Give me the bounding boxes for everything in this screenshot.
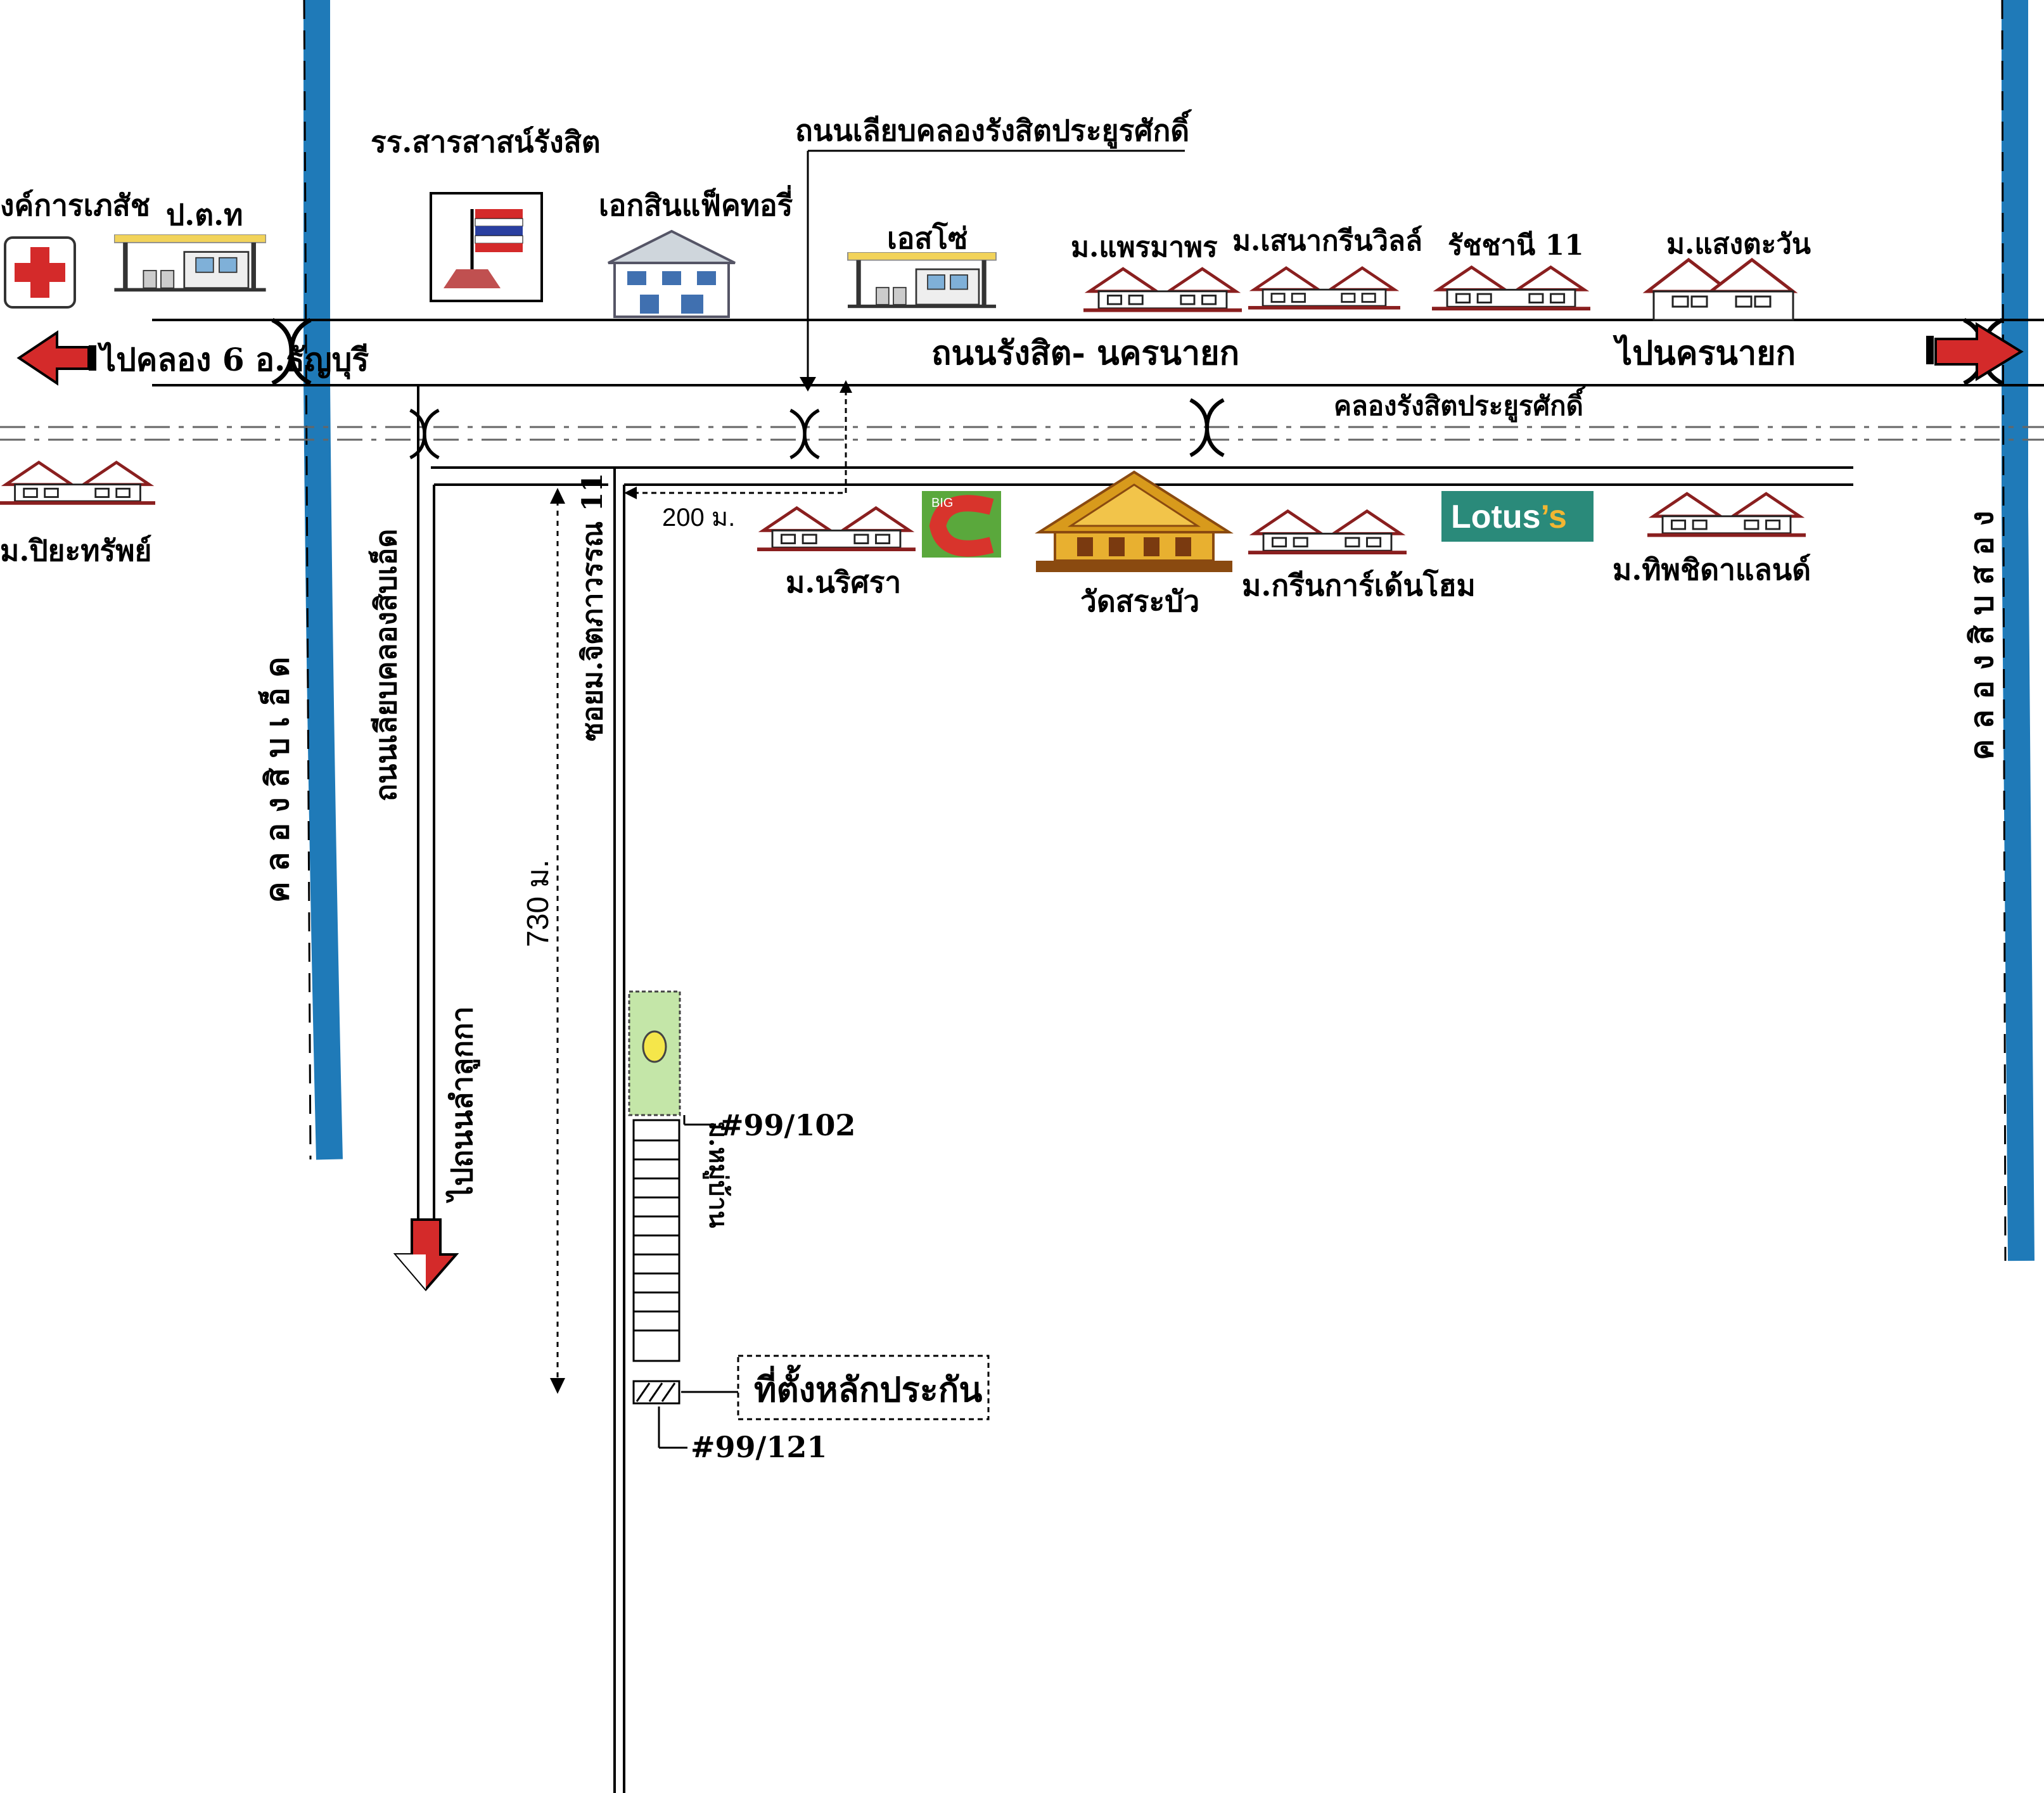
housing-icon [1647,494,1806,537]
canal-road-pointer [800,150,1185,392]
school-flag-icon [430,192,543,302]
canal-frontage-road [431,466,1853,486]
svg-text:BIG: BIG [931,496,953,510]
bridge-icon [791,411,819,458]
hospital-cross-icon [4,236,76,309]
canal-12-label: คลองสิบสอง [1963,501,2000,760]
canal-11 [303,0,343,1160]
school-label: รร.สารสาสน์รังสิต [371,125,601,159]
addr-102-label: #99/102 [719,1108,855,1142]
distance-200-label: 200 ม. [662,504,735,532]
thipchida-label: ม.ทิพชิดาแลนด์ [1613,552,1811,587]
main-road-label: ถนนรังสิต- นครนายก [931,334,1239,373]
housing-icon [1248,511,1407,554]
housing-icon [1432,267,1590,310]
arrow-right-icon [1926,322,2024,381]
collateral-label: ที่ตั้งหลักประกัน [754,1365,982,1410]
soi-label: ซอยม.จิตภาวรรณ 11 [577,473,609,741]
canal-11-label: คลองสิบเอ็ด [258,647,296,903]
canal-rangsit-label: คลองรังสิตประยูรศักดิ์ [1334,386,1586,423]
canal-road-top-label: ถนนเลียบคลองรังสิตประยูรศักดิ์ [795,109,1192,149]
housing-icon [757,508,916,551]
ptt-label: ป.ต.ท [166,198,243,232]
to-nakhonnayok-label: ไปนครนายก [1613,334,1796,373]
village-plot [628,990,681,1116]
to-lamlukka-label: ไปถนนลำลูกกา [445,1006,480,1204]
factory-house-icon [608,229,736,318]
lot-strip [632,1119,680,1405]
phraemaphorn-label: ม.แพรมาพร [1071,231,1218,264]
canal-road-left-label: ถนนเลียบคลองสิบเอ็ด [368,529,403,801]
distance-730-marker [550,488,565,1394]
housing-icon [1083,269,1242,312]
canal-12 [2001,0,2034,1261]
saengtawan-label: ม.แสงตะวัน [1666,228,1811,260]
ratchanee-label: รัชชานี 11 [1448,229,1584,262]
addr-121-label: #99/121 [691,1430,827,1464]
hospital-label: งค์การเภสัช [0,188,150,222]
factory-label: เอกสินแฟ็คทอรี่ [599,185,793,222]
to-khlong6-label: ไปคลอง 6 อ.ธัญบุรี [97,341,369,380]
housing-icon [1642,257,1798,321]
village-label: ม.หมู่บ้าน [703,1121,733,1228]
arrow-left-icon [16,330,96,386]
canal-rangsit [0,426,2044,441]
gas-station-icon [846,252,997,309]
big-c-logo-icon: BIG [922,491,1001,558]
soi-road [613,468,625,1793]
esso-label: เอสโซ่ [887,221,968,255]
temple-icon [1035,470,1234,572]
narisara-label: ม.นริศรา [786,565,901,599]
addr-102-pointer [683,1115,716,1126]
svg-text:Lotus’s: Lotus’s [1451,499,1567,535]
distance-730-label: 730 ม. [521,860,555,947]
bridge-icon [411,411,439,458]
greengarden-label: ม.กรีนการ์เด้นโฮม [1242,568,1476,603]
senagreenville-label: ม.เสนากรีนวิลล์ [1232,225,1422,257]
lotus-logo-icon: Lotus’s [1441,491,1594,542]
housing-icon [0,463,155,505]
housing-icon [1248,268,1400,310]
wat-label: วัดสระบัว [1080,584,1199,618]
distance-200-marker [624,380,852,499]
left-road [417,385,608,1229]
collateral-box [737,1355,990,1420]
addr-121-pointer [658,1407,687,1449]
arrow-down-icon [393,1218,459,1292]
gas-station-icon [114,234,266,293]
piyasap-label: ม.ปิยะทรัพย์ [0,533,152,568]
